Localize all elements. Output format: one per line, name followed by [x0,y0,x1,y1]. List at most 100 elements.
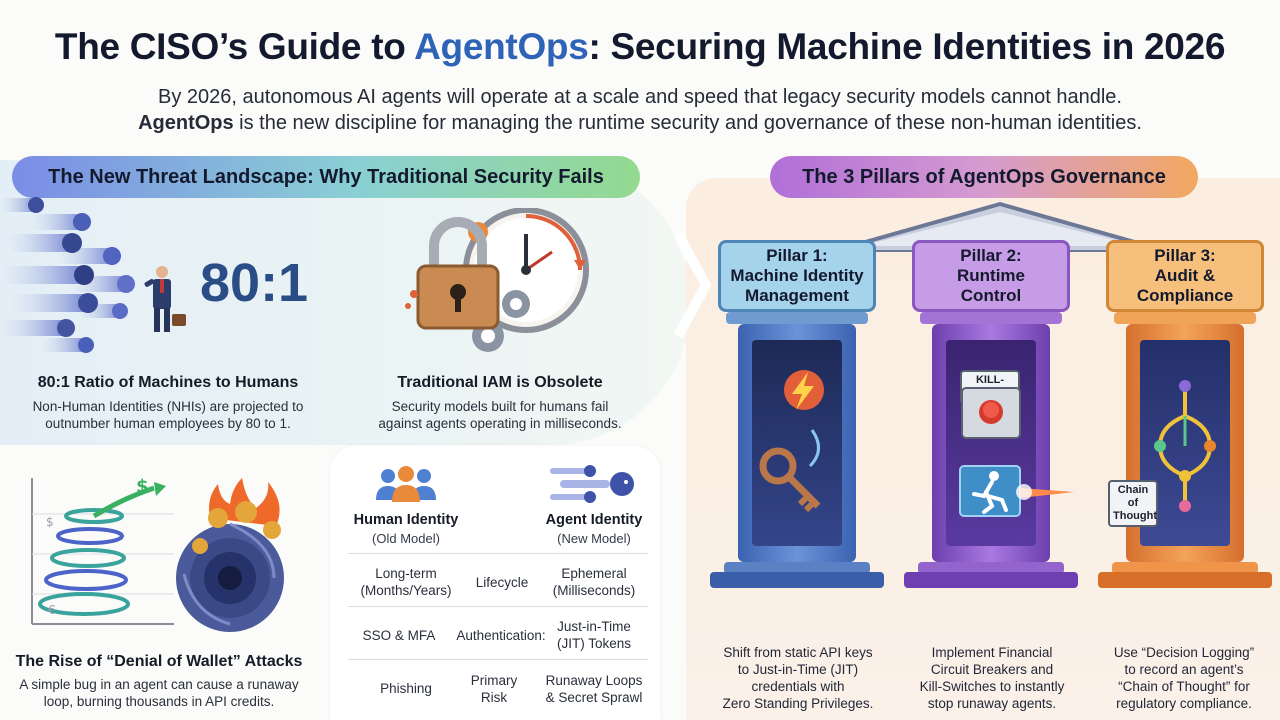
human-cell: SSO & MFA [344,627,454,644]
wallet-text: A simple bug in an agent can cause a run… [0,676,318,710]
pillar-1-desc-line-3: credentials with [751,679,845,694]
agent-cell-line-2: (Milliseconds) [552,583,636,598]
pillar-3-capital [1114,312,1256,324]
agent-cell: Ephemeral (Milliseconds) [534,565,654,599]
row-label-line-2: Risk [480,690,508,705]
pillar-1-header: Pillar 1: Machine Identity Management [718,240,876,312]
ratio-text-line-1: Non-Human Identities (NHIs) are projecte… [32,399,304,414]
title-prefix: The CISO’s Guide to [54,26,415,67]
iam-text: Security models built for humans fail ag… [350,398,650,432]
svg-text:$: $ [136,476,149,497]
pillar-3-header: Pillar 3: Audit & Compliance [1106,240,1264,312]
lightning-key-icon [759,370,824,513]
ratio-big-number: 80:1 [200,253,309,313]
title-accent: AgentOps [414,26,589,67]
row-label-line-1: Authentication: [456,628,546,643]
pillar-3-desc-line-3: “Chain of Thought” for [1118,679,1250,694]
pillar-1-title-line-1: Pillar 1: [766,246,828,265]
subtitle-line-2-rest: is the new discipline for managing the r… [233,112,1142,134]
title-suffix: : Securing Machine Identities in 2026 [588,26,1226,67]
table-divider [348,659,648,660]
kill-switch-runner-icon [959,387,1074,517]
threat-heading-pill: The New Threat Landscape: Why Traditiona… [12,156,640,198]
pillar-2-title-line-2: Runtime [957,266,1025,285]
people-group-icon [376,466,436,502]
page-subtitle: By 2026, autonomous AI agents will opera… [0,84,1280,136]
chain-label-line-1: Chain of [1117,484,1149,509]
pillar-3-desc-line-1: Use “Decision Logging” [1113,645,1255,660]
agent-cell: Runaway Loops & Secret Sprawl [534,672,654,706]
human-cell-line-1: SSO & MFA [362,628,436,643]
agent-cell-line-1: Just-in-Time [557,619,631,634]
row-label: Primary Risk [452,672,536,706]
pillar-1-desc-line-1: Shift from static API keys [723,645,873,660]
subtitle-bold: AgentOps [138,112,234,134]
human-cell: Phishing [344,680,468,697]
pillar-3-title-line-3: Compliance [1136,286,1234,305]
pillar-1-desc-line-2: to Just-in-Time (JIT) [737,662,859,677]
ratio-text: Non-Human Identities (NHIs) are projecte… [8,398,328,432]
ratio-title: 80:1 Ratio of Machines to Humans [37,374,299,391]
pillar-2-desc-line-2: Circuit Breakers and [930,662,1054,677]
pillar-1-desc-line-4: Zero Standing Privileges. [722,696,874,711]
row-label-line-1: Primary [470,673,518,688]
svg-text:$: $ [46,515,54,529]
decision-tree-icon [1154,380,1216,512]
pillar-2-desc-line-4: stop runaway agents. [927,696,1057,711]
pillar-1-capital [726,312,868,324]
human-cell: Long-term (Months/Years) [344,565,468,599]
pillar-3-desc-line-4: regulatory compliance. [1116,696,1252,711]
wallet-text-line-1: A simple bug in an agent can cause a run… [19,677,299,692]
chevron-right-icon [673,231,711,339]
human-cell-line-1: Long-term [375,566,437,581]
human-cell-line-2: (Months/Years) [360,583,452,598]
pillar-3-description: Use “Decision Logging” to record an agen… [1088,644,1280,712]
agent-cell: Just-in-Time (JIT) Tokens [534,618,654,652]
pillar-2-desc-line-1: Implement Financial [931,645,1053,660]
pillar-1-base-top [724,562,870,574]
subtitle-line-2: AgentOps is the new discipline for manag… [0,110,1280,136]
pillar-1-title-line-2: Machine Identity [730,266,864,285]
robot-swarm-icon [550,465,634,503]
agent-cell-line-2: (JIT) Tokens [556,636,632,651]
pillar-3-desc-line-2: to record an agent’s [1124,662,1244,677]
human-identity-title: Human Identity [353,512,459,528]
pillar-2-title-line-1: Pillar 2: [960,246,1022,265]
pillar-2-capital [920,312,1062,324]
subtitle-line-1: By 2026, autonomous AI agents will opera… [158,86,1122,108]
page-title: The CISO’s Guide to AgentOps: Securing M… [0,26,1280,68]
table-divider [348,553,648,554]
pillar-3-base [1098,572,1272,588]
padlock-clock-gears-icon [405,208,589,352]
agent-cell-line-1: Runaway Loops [545,673,643,688]
pillar-2-header: Pillar 2: Runtime Control [912,240,1070,312]
chain-of-thought-label: Chain of Thought [1108,480,1158,527]
agent-cell-line-2: & Secret Sprawl [545,690,643,705]
row-label: Authentication: [450,627,552,644]
agent-identity-title: Agent Identity [545,512,643,528]
pillar-3-base-top [1112,562,1258,574]
pillars-heading-pill: The 3 Pillars of AgentOps Governance [770,156,1198,198]
svg-text:€: € [48,603,56,617]
pillar-2-desc-line-3: Kill-Switches to instantly [919,679,1065,694]
table-divider [348,606,648,607]
pillar-3-title-line-2: Audit & [1154,266,1216,285]
pillar-2-description: Implement Financial Circuit Breakers and… [894,644,1090,712]
pillar-3-title-line-1: Pillar 3: [1154,246,1216,265]
human-cell-line-1: Phishing [380,681,432,696]
wallet-text-line-2: loop, burning thousands in API credits. [43,694,275,709]
row-label-line-1: Lifecycle [475,575,529,590]
iam-text-line-1: Security models built for humans fail [391,399,609,414]
agent-identity-subtitle: (New Model) [557,531,631,546]
pillar-2-title-line-3: Control [960,286,1022,305]
ratio-text-line-2: outnumber human employees by 80 to 1. [45,416,291,431]
roof-pediment [830,202,1170,252]
wallet-title: The Rise of “Denial of Wallet” Attacks [15,653,303,670]
row-label: Lifecycle [452,574,552,591]
human-identity-subtitle: (Old Model) [372,531,440,546]
money-vortex-fire-icon: $ $ € [31,476,284,632]
pillar-1-base [710,572,884,588]
chain-label-line-2: Thought [1113,510,1157,522]
agent-swarm-vs-human-icon [0,197,186,353]
pillar-1-title-line-3: Management [745,286,849,305]
